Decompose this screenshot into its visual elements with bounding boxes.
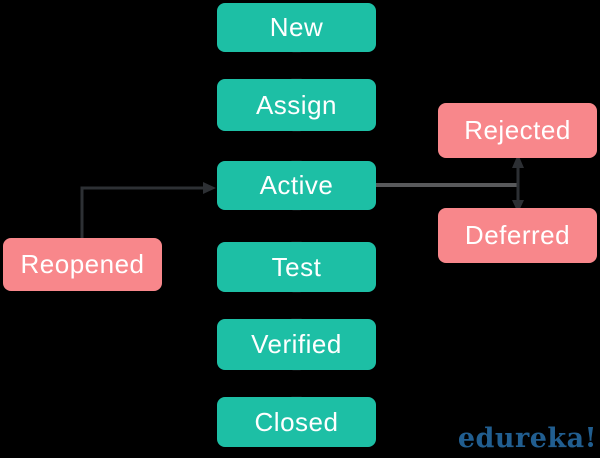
node-reopened-label: Reopened: [20, 249, 145, 279]
node-verified: Verified: [217, 319, 376, 370]
node-deferred-label: Deferred: [464, 220, 571, 250]
node-assign: Assign: [217, 79, 376, 131]
node-deferred: Deferred: [438, 208, 597, 263]
node-new-label: New: [269, 12, 324, 42]
node-closed-label: Closed: [254, 406, 339, 437]
node-rejected: Rejected: [438, 103, 597, 158]
node-assign-label: Assign: [255, 89, 338, 120]
node-closed: Closed: [217, 397, 376, 447]
edge-reopened-to-active: [80, 182, 216, 238]
edureka-logo: edureka!: [457, 423, 597, 454]
node-new: New: [217, 3, 376, 52]
node-active-label: Active: [259, 170, 334, 200]
node-reopened: Reopened: [3, 238, 162, 291]
node-active: Active: [217, 161, 376, 210]
edge-rejected-deferred: [512, 154, 524, 213]
node-test-label: Test: [271, 251, 322, 282]
node-rejected-label: Rejected: [464, 115, 571, 145]
node-test: Test: [217, 242, 376, 292]
node-verified-label: Verified: [251, 329, 342, 359]
